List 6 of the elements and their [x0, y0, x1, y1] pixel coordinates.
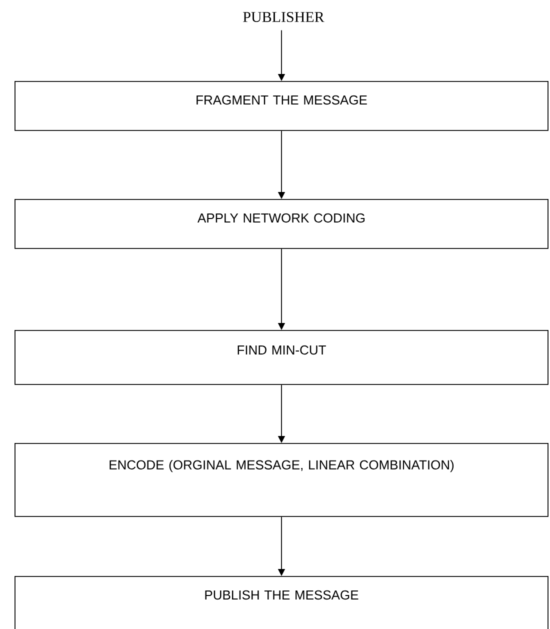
- process-box: PUBLISH THE MESSAGE: [14, 576, 548, 629]
- process-box: FIND MIN-CUT: [14, 330, 548, 385]
- process-box: FRAGMENT THE MESSAGE: [14, 81, 548, 131]
- process-box: APPLY NETWORK CODING: [14, 199, 548, 249]
- process-box: ENCODE (ORGINAL MESSAGE, LINEAR COMBINATION): [14, 443, 548, 517]
- start-label: PUBLISHER: [243, 12, 324, 22]
